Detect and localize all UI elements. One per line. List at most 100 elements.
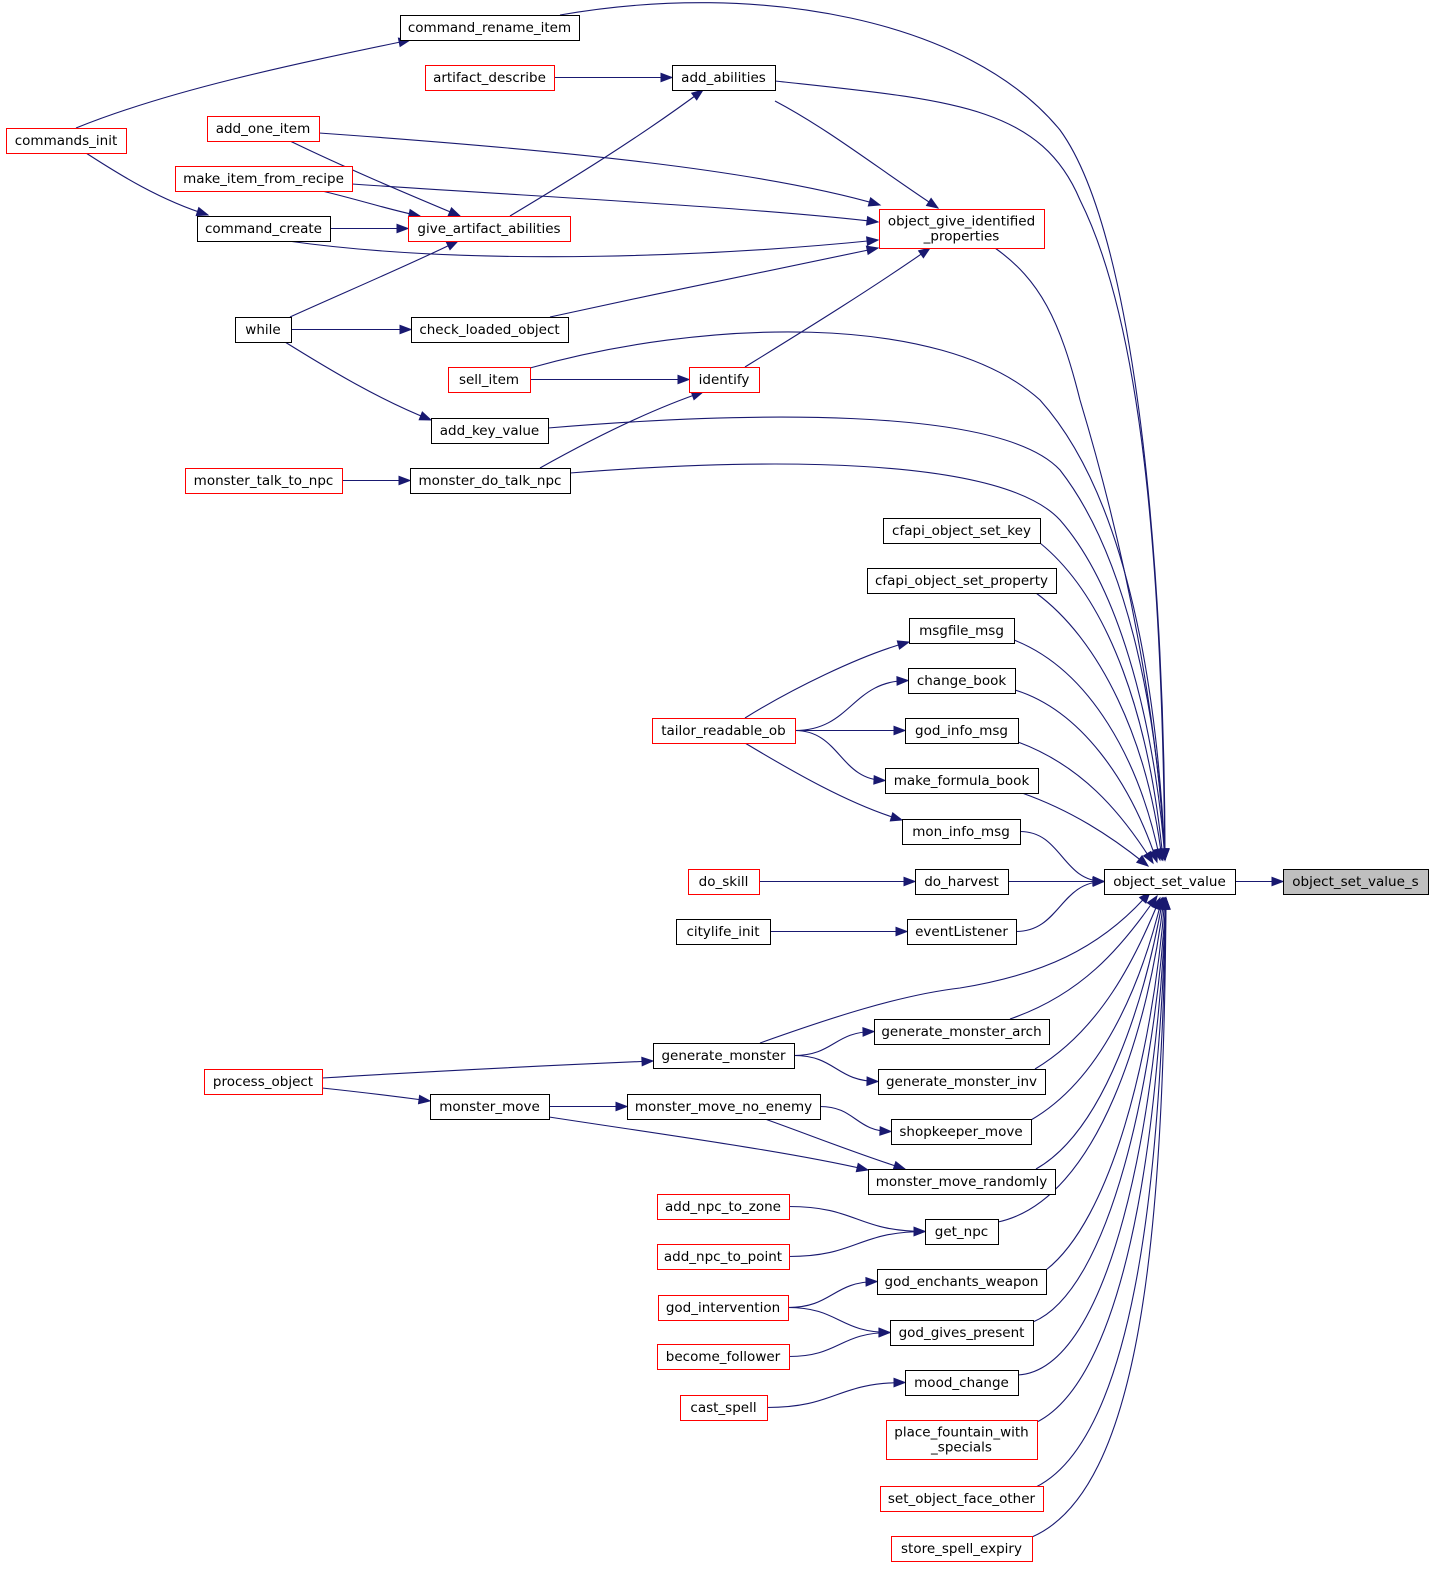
node-god-intervention[interactable]: god_intervention (658, 1295, 789, 1321)
edge-line (559, 2, 1166, 861)
node-do-harvest[interactable]: do_harvest (915, 869, 1009, 895)
node-sell-item[interactable]: sell_item (448, 367, 531, 393)
node-monster-move-randomly[interactable]: monster_move_randomly (868, 1169, 1056, 1195)
node-tailor-readable-ob[interactable]: tailor_readable_ob (652, 718, 796, 744)
node-command-create[interactable]: command_create (197, 216, 331, 242)
node-box (891, 1536, 1033, 1562)
node-monster-move[interactable]: monster_move (430, 1094, 550, 1120)
arrow-head (417, 1094, 432, 1105)
node-box (448, 367, 531, 393)
node-box (425, 65, 555, 91)
node-add-abilities[interactable]: add_abilities (672, 65, 776, 91)
node-label: make_item_from_recipe (183, 171, 344, 187)
node-box (672, 65, 776, 91)
node-generate-monster-inv[interactable]: generate_monster_inv (878, 1069, 1046, 1095)
edge-n13-to-n11 (744, 247, 932, 368)
node-box (657, 1244, 790, 1270)
edge-line (289, 140, 461, 217)
edge-line (774, 100, 939, 209)
edge-line (321, 190, 421, 217)
node-identify[interactable]: identify (689, 367, 760, 393)
edge-n4-to-n11 (774, 100, 940, 209)
node-object-set-value-s[interactable]: object_set_value_s (1283, 869, 1429, 895)
node-check-loaded-object[interactable]: check_loaded_object (411, 317, 569, 343)
node-label: store_spell_expiry (901, 1541, 1022, 1557)
node-eventListener[interactable]: eventListener (907, 919, 1017, 945)
node-cfapi-object-set-key[interactable]: cfapi_object_set_key (883, 518, 1041, 544)
arrow-head (866, 215, 880, 226)
node-process-object[interactable]: process_object (204, 1069, 323, 1095)
node-add-one-item[interactable]: add_one_item (207, 116, 320, 142)
node-add-npc-to-zone[interactable]: add_npc_to_zone (657, 1194, 790, 1220)
node-generate-monster-arch[interactable]: generate_monster_arch (874, 1019, 1050, 1045)
edge-line (794, 679, 909, 732)
edge-line (1014, 689, 1158, 863)
edge-n14-to-n13 (530, 374, 691, 385)
node-while[interactable]: while (235, 317, 292, 343)
node-shopkeeper-move[interactable]: shopkeeper_move (891, 1119, 1032, 1145)
node-box (891, 1119, 1032, 1145)
edge-line (1035, 592, 1163, 861)
node-place-fountain-with-specials[interactable]: place_fountain_with_specials (886, 1420, 1038, 1460)
node-add-npc-to-point[interactable]: add_npc_to_point (657, 1244, 790, 1270)
edge-n9-to-n6 (330, 223, 410, 234)
node-box (908, 668, 1016, 694)
node-mood-change[interactable]: mood_change (905, 1370, 1019, 1396)
edge-n48-to-n1 (1035, 896, 1171, 1488)
arrow-head (889, 811, 904, 822)
edge-n31-to-n35 (321, 1087, 432, 1105)
node-object-give-identified-properties[interactable]: object_give_identified_properties (879, 209, 1045, 249)
node-god-gives-present[interactable]: god_gives_present (890, 1320, 1034, 1346)
node-commands-init[interactable]: commands_init (6, 128, 127, 154)
node-give-artifact-abilities[interactable]: give_artifact_abilities (408, 216, 571, 242)
node-box (883, 518, 1041, 544)
edge-n49-to-n1 (1031, 896, 1171, 1538)
edge-n15-to-n13 (539, 391, 705, 469)
node-cast-spell[interactable]: cast_spell (680, 1395, 768, 1421)
edge-n26-to-n1 (1008, 876, 1106, 887)
arrow-head (879, 1126, 893, 1136)
edge-line (788, 1205, 926, 1233)
node-label: mon_info_msg (912, 824, 1010, 840)
node-add-key-value[interactable]: add_key_value (431, 418, 549, 444)
node-store-spell-expiry[interactable]: store_spell_expiry (891, 1536, 1033, 1562)
edge-line (549, 247, 879, 318)
node-box (410, 468, 571, 494)
node-box (688, 869, 760, 895)
node-god-info-msg[interactable]: god_info_msg (905, 718, 1019, 744)
node-command-rename-item[interactable]: command_rename_item (400, 15, 580, 41)
node-generate-monster[interactable]: generate_monster (653, 1043, 795, 1069)
node-get-npc[interactable]: get_npc (925, 1219, 999, 1245)
edge-n28-to-n1 (1015, 877, 1106, 933)
node-god-enchants-weapon[interactable]: god_enchants_weapon (877, 1269, 1047, 1295)
node-artifact-describe[interactable]: artifact_describe (425, 65, 555, 91)
node-cfapi-object-set-property[interactable]: cfapi_object_set_property (867, 568, 1057, 594)
node-change-book[interactable]: change_book (908, 668, 1016, 694)
node-box (1104, 869, 1236, 895)
node-label: monster_move_randomly (876, 1174, 1047, 1190)
node-monster-talk-to-npc[interactable]: monster_talk_to_npc (185, 468, 343, 494)
arrow-head (867, 197, 882, 207)
node-monster-do-talk-npc[interactable]: monster_do_talk_npc (410, 468, 571, 494)
node-label: god_enchants_weapon (885, 1274, 1039, 1290)
node-label: shopkeeper_move (899, 1124, 1022, 1140)
node-make-item-from-recipe[interactable]: make_item_from_recipe (175, 166, 353, 192)
node-label: object_set_value_s (1292, 874, 1418, 890)
node-box (874, 1019, 1050, 1045)
edge-line (318, 132, 881, 206)
node-make-formula-book[interactable]: make_formula_book (885, 768, 1039, 794)
node-msgfile-msg[interactable]: msgfile_msg (909, 618, 1015, 644)
node-label: god_gives_present (899, 1325, 1025, 1341)
node-do-skill[interactable]: do_skill (688, 869, 760, 895)
node-set-object-face-other[interactable]: set_object_face_other (880, 1486, 1044, 1512)
node-monster-move-no-enemy[interactable]: monster_move_no_enemy (627, 1094, 821, 1120)
node-become-follower[interactable]: become_follower (657, 1344, 790, 1370)
edge-n7-to-n6 (289, 140, 462, 217)
arrow-head (641, 1056, 655, 1067)
node-box (185, 468, 343, 494)
node-mon-info-msg[interactable]: mon_info_msg (902, 819, 1021, 845)
edge-n2-to-n1 (559, 2, 1170, 862)
edge-n42-to-n41 (787, 1276, 879, 1309)
node-citylife-init[interactable]: citylife_init (676, 919, 771, 945)
node-object-set-value[interactable]: object_set_value (1104, 869, 1236, 895)
